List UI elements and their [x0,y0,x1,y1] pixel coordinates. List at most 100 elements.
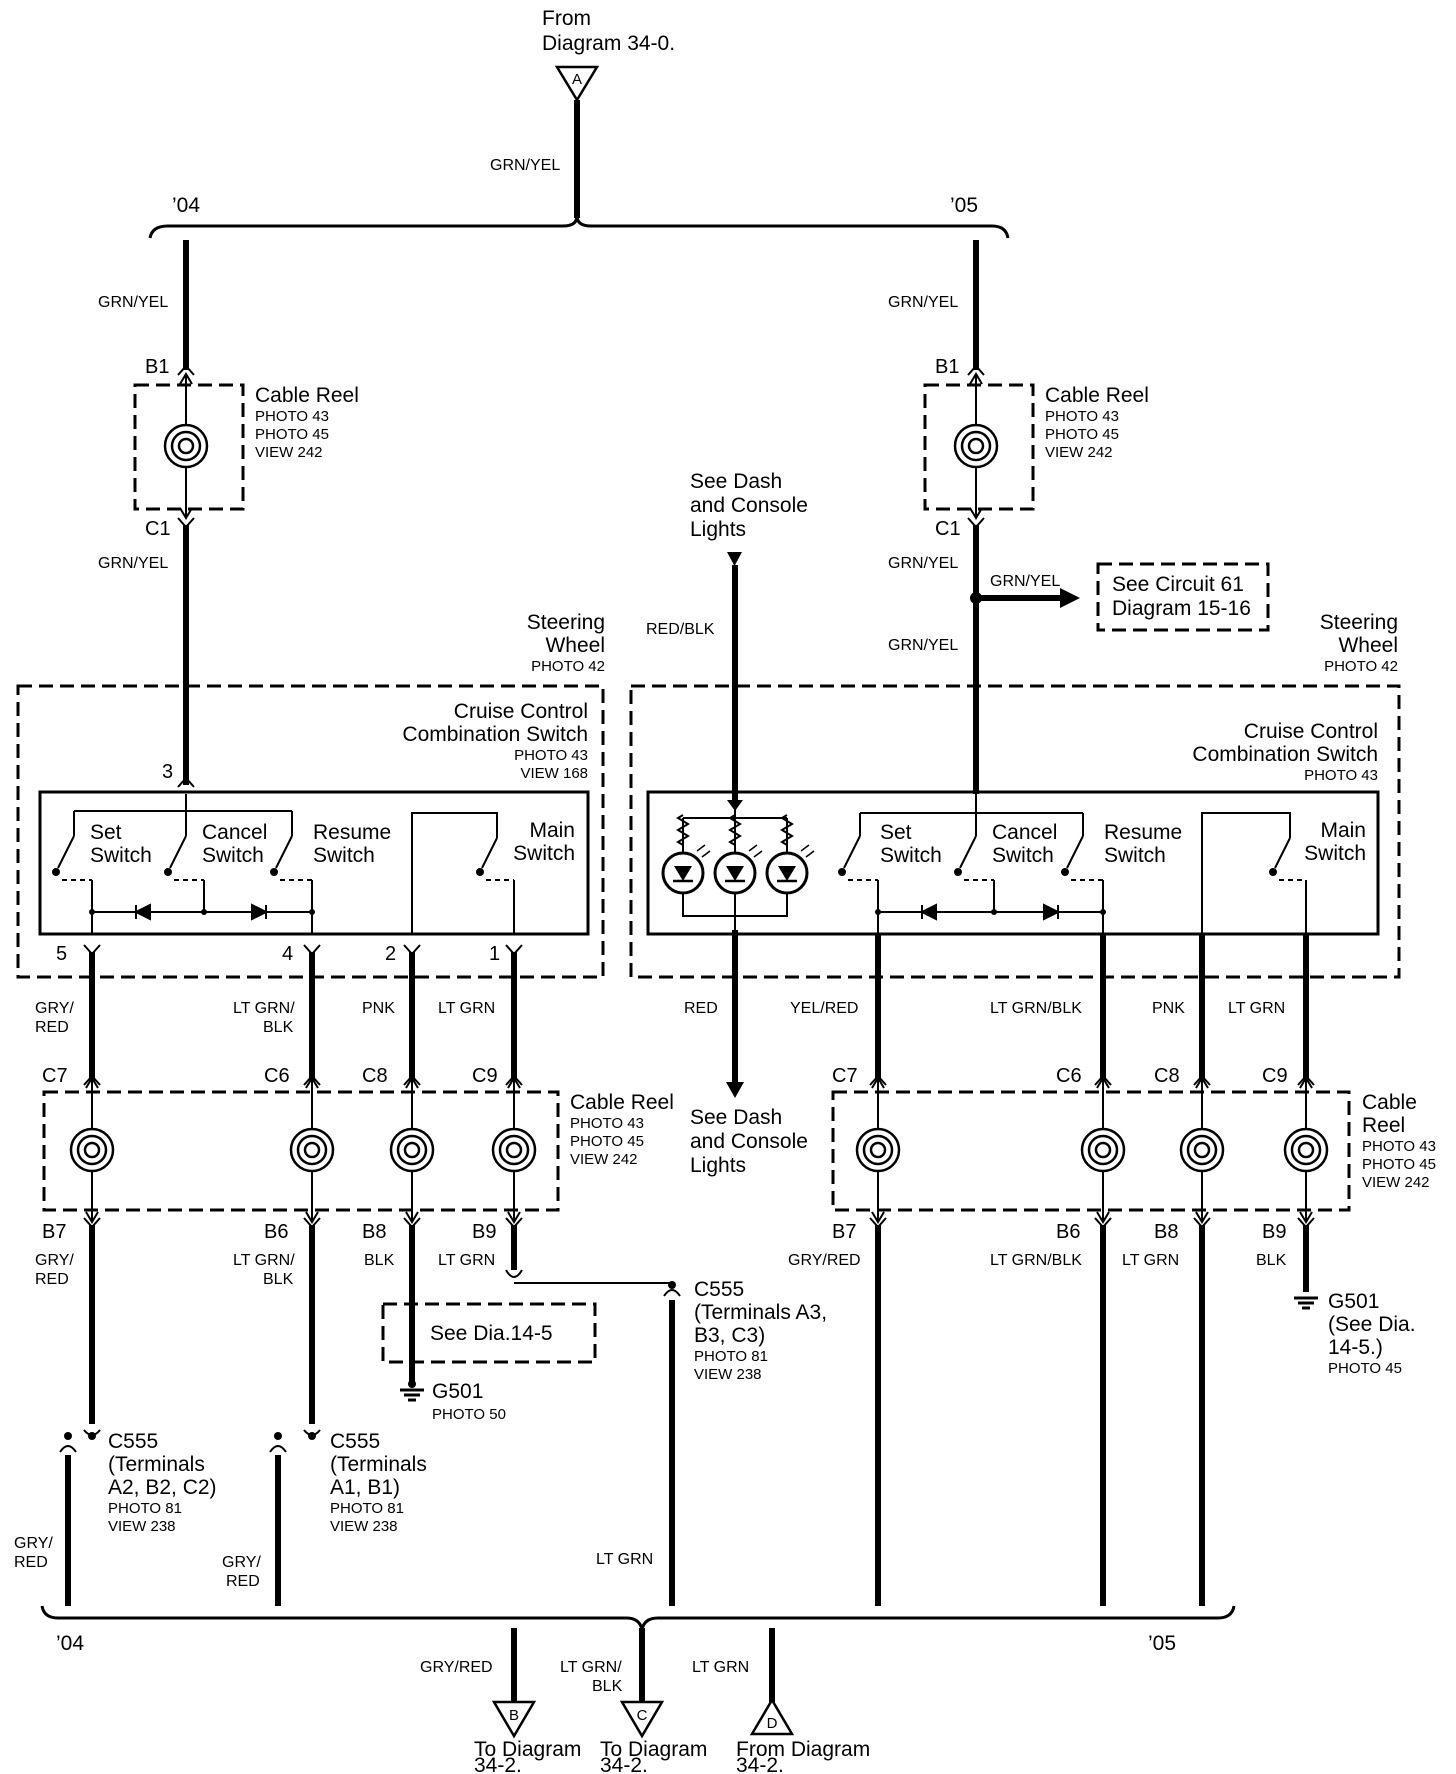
cable-reel-left-photo43: PHOTO 43 [255,408,329,425]
cable-reel-right-lower-cable: Cable [1362,1091,1417,1114]
wire-label-left-ltgrn-1: LT GRN/ [233,1000,295,1017]
pin-c1-left: C1 [145,518,171,540]
c555-a3-name: C555 [694,1278,744,1301]
wire-label-right-ltgrnblk-1: LT GRN/BLK [990,1000,1082,1017]
wire-label-left-gry-1: GRY/ [35,1000,74,1017]
wire-label-left-gry-4: GRY/ [222,1554,261,1571]
out-c-line2: 34-2. [600,1754,648,1774]
cable-reel-right-lower-view: VIEW 242 [1362,1174,1430,1191]
wire-label-right-ltgrn-2: LT GRN [1122,1252,1179,1269]
wire-label-left-ltgrn-b9: LT GRN [438,1252,495,1269]
c555-a2-view: VIEW 238 [108,1518,176,1535]
c555-a3-line2: (Terminals A3, [694,1301,827,1324]
wire-label-yelred: YEL/RED [790,1000,858,1017]
pin-c8-left: C8 [362,1065,388,1087]
cruise-switch-left-photo: PHOTO 43 [514,747,588,764]
connector-b-triangle [491,1700,537,1739]
cruise-switch-right-body [646,790,1380,936]
pin-2-left: 2 [385,943,396,965]
wire-label-left-ltgrn: LT GRN [438,1000,495,1017]
cable-reel-right-lower-3 [1179,1076,1225,1224]
g501-right-line3: 14-5.) [1328,1336,1383,1359]
out-b-line2: 34-2. [474,1754,522,1774]
cruise-switch-left-view: VIEW 168 [520,765,588,782]
pin-c9-left: C9 [472,1065,498,1087]
resume-switch-left-2: Switch [313,844,375,867]
main-switch-right-1: Main [1320,819,1366,842]
cable-reel-right-view: VIEW 242 [1045,444,1113,461]
wire-label-left-ltgrn-bottom: LT GRN [596,1551,653,1568]
cable-reel-right-lower-photo45: PHOTO 45 [1362,1156,1436,1173]
connector-d-triangle [749,1697,795,1736]
steering-wheel-left-photo: PHOTO 42 [531,658,605,675]
wire-label-right-pnk: PNK [1152,1000,1185,1017]
top-input: From Diagram 34-0. A GRN/YEL [490,7,675,218]
wire-label-right-ltgrn-1: LT GRN [1228,1000,1285,1017]
cable-reel-right-photo43: PHOTO 43 [1045,408,1119,425]
cruise-switch-left-1: Cruise Control [454,700,588,723]
out-d-line2: 34-2. [736,1754,784,1774]
out-d-line1: From Diagram [736,1738,870,1761]
year-05-bottom: ’05 [1148,1632,1176,1655]
cable-reel-left-lower-title: Cable Reel [570,1091,674,1114]
circuit61-box [1096,562,1270,632]
pin-c1-right: C1 [935,518,961,540]
c555-a2-line3: A2, B2, C2) [108,1476,217,1499]
connector-a-triangle [554,65,600,103]
wire-label-left-blk-1: BLK [263,1019,294,1036]
wire-label-right-grnyel-branch: GRN/YEL [990,573,1060,590]
connector-d-letter: D [767,1715,778,1732]
cable-reel-left-lower-box [42,1090,560,1212]
cable-reel-right-lower-4 [1283,1076,1329,1224]
cable-reel-left-lower-photo43: PHOTO 43 [570,1115,644,1132]
wire-label-right-grnyel-2: GRN/YEL [888,555,958,572]
cable-reel-left-lower-4 [491,1076,537,1224]
pin-b9-right: B9 [1262,1221,1286,1243]
cable-reel-right-title: Cable Reel [1045,384,1149,407]
cable-reel-left-lower-photo45: PHOTO 45 [570,1133,644,1150]
wire-label-out-b: GRY/RED [420,1659,493,1676]
c555-a1-line2: (Terminals [330,1453,427,1476]
cable-reel-right-lower-photo43: PHOTO 43 [1362,1138,1436,1155]
cancel-switch-right-2: Switch [992,844,1054,867]
cable-reel-right [953,372,999,520]
c555-a2-line2: (Terminals [108,1453,205,1476]
pin-b6-right: B6 [1056,1221,1080,1243]
cable-reel-right-lower-1 [855,1076,901,1224]
g501-right-photo: PHOTO 45 [1328,1360,1402,1377]
dash-lights-bottom-1: See Dash [690,1106,782,1129]
c555-a2-photo: PHOTO 81 [108,1500,182,1517]
wire-label-left-red-3: RED [14,1554,48,1571]
right-05-section: GRN/YEL B1 Cable Reel PHOTO 43 PHOTO 45 … [629,240,1436,1606]
wire-label-top: GRN/YEL [490,157,560,174]
left-04-section: GRN/YEL B1 Cable Reel PHOTO 43 PHOTO 45 … [14,240,827,1606]
main-switch-left-1: Main [529,819,575,842]
wire-label-left-blk-b8: BLK [364,1252,395,1269]
pin-b8-left: B8 [362,1221,386,1243]
pin-c6-left: C6 [264,1065,290,1087]
wire-label-redblk: RED/BLK [646,621,715,638]
wire-label-left-gry-3: GRY/ [14,1535,53,1552]
dash-lights-section: See Dash and Console Lights RED/BLK RED … [646,470,808,1177]
cable-reel-left-photo45: PHOTO 45 [255,426,329,443]
cruise-switch-right-photo: PHOTO 43 [1304,767,1378,784]
main-switch-right-2: Switch [1304,842,1366,865]
pin-c6-right: C6 [1056,1065,1082,1087]
indicator-lamp-1 [661,813,712,903]
wire-label-left-red-2: RED [35,1271,69,1288]
set-switch-right-1: Set [880,821,912,844]
dash-lights-bottom-2: and Console [690,1130,808,1153]
resume-switch-right-1: Resume [1104,821,1182,844]
steering-wheel-right-box [629,684,1401,979]
circuit61-line1: See Circuit 61 [1112,573,1244,596]
wire-label-left-grnyel-2: GRN/YEL [98,555,168,572]
set-switch-right-2: Switch [880,844,942,867]
wire-label-left-gry-2: GRY/ [35,1252,74,1269]
cable-reel-right-lower-box [831,1090,1351,1212]
wire-label-out-c-2: BLK [592,1678,623,1695]
out-b-line1: To Diagram [474,1738,581,1761]
c555-a1-photo: PHOTO 81 [330,1500,404,1517]
c555-a3-view: VIEW 238 [694,1366,762,1383]
wire-label-out-c-1: LT GRN/ [560,1659,622,1676]
